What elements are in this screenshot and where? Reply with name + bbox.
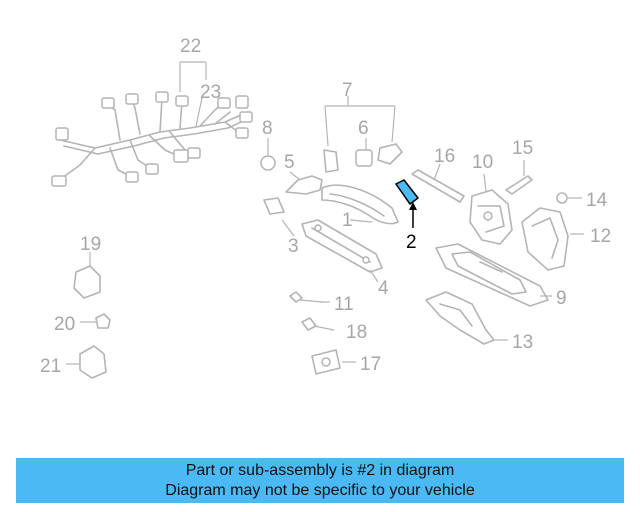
part-label-2[interactable]: 2	[406, 232, 417, 253]
part-20-drawing	[80, 313, 111, 329]
part-label-4: 4	[378, 278, 389, 299]
part-19-drawing	[73, 252, 101, 299]
part-3-drawing	[263, 197, 295, 237]
part-label-12: 12	[590, 226, 611, 247]
part-label-9: 9	[556, 288, 567, 309]
part-label-5: 5	[284, 152, 295, 173]
part-label-6: 6	[358, 118, 369, 139]
part-label-8: 8	[262, 118, 273, 139]
part-label-7: 7	[342, 80, 353, 101]
part-8-drawing	[260, 138, 276, 171]
part-9-drawing	[435, 243, 552, 307]
part-12-drawing	[521, 207, 584, 271]
part-label-18: 18	[346, 322, 367, 343]
banner-line-part-number: Part or sub-assembly is #2 in diagram	[185, 461, 455, 479]
part-label-3: 3	[288, 236, 299, 257]
part-7-drawing	[323, 96, 403, 173]
banner-line-disclaimer: Diagram may not be specific to your vehi…	[165, 481, 475, 499]
part-14-drawing	[556, 192, 582, 204]
part-18-drawing	[301, 317, 335, 331]
part-label-20: 20	[54, 314, 75, 335]
part-label-1: 1	[342, 210, 353, 231]
part-label-21: 21	[40, 356, 61, 377]
part-13-drawing	[425, 291, 508, 345]
part-15-drawing	[505, 160, 533, 195]
part-21-drawing	[66, 345, 107, 379]
part-label-10: 10	[472, 152, 493, 173]
part-label-17: 17	[360, 354, 381, 375]
part-label-22: 22	[180, 36, 201, 57]
part-11-drawing	[289, 291, 330, 303]
part-label-11: 11	[334, 294, 354, 315]
part-6-drawing	[355, 138, 373, 167]
parts-diagram: 22 23 8 5 7 6 16 10 15 14 12 1 2 3 4 9 1…	[40, 36, 611, 379]
part-label-19: 19	[80, 234, 101, 255]
info-banner: Part or sub-assembly is #2 in diagram Di…	[16, 458, 624, 503]
part-1-drawing	[321, 184, 399, 225]
part-label-15: 15	[512, 138, 533, 159]
part-5-drawing	[285, 171, 323, 195]
part-17-drawing	[311, 349, 356, 375]
part-4-drawing	[301, 219, 383, 283]
part-label-14: 14	[586, 190, 608, 211]
part-10-drawing	[469, 173, 513, 245]
part-label-13: 13	[512, 332, 533, 353]
part-2-highlighted-drawing[interactable]	[394, 179, 420, 228]
part-label-16: 16	[434, 146, 455, 167]
part-label-23: 23	[200, 82, 221, 103]
part-16-drawing	[411, 163, 465, 203]
wiring-harness-drawing	[51, 61, 253, 187]
